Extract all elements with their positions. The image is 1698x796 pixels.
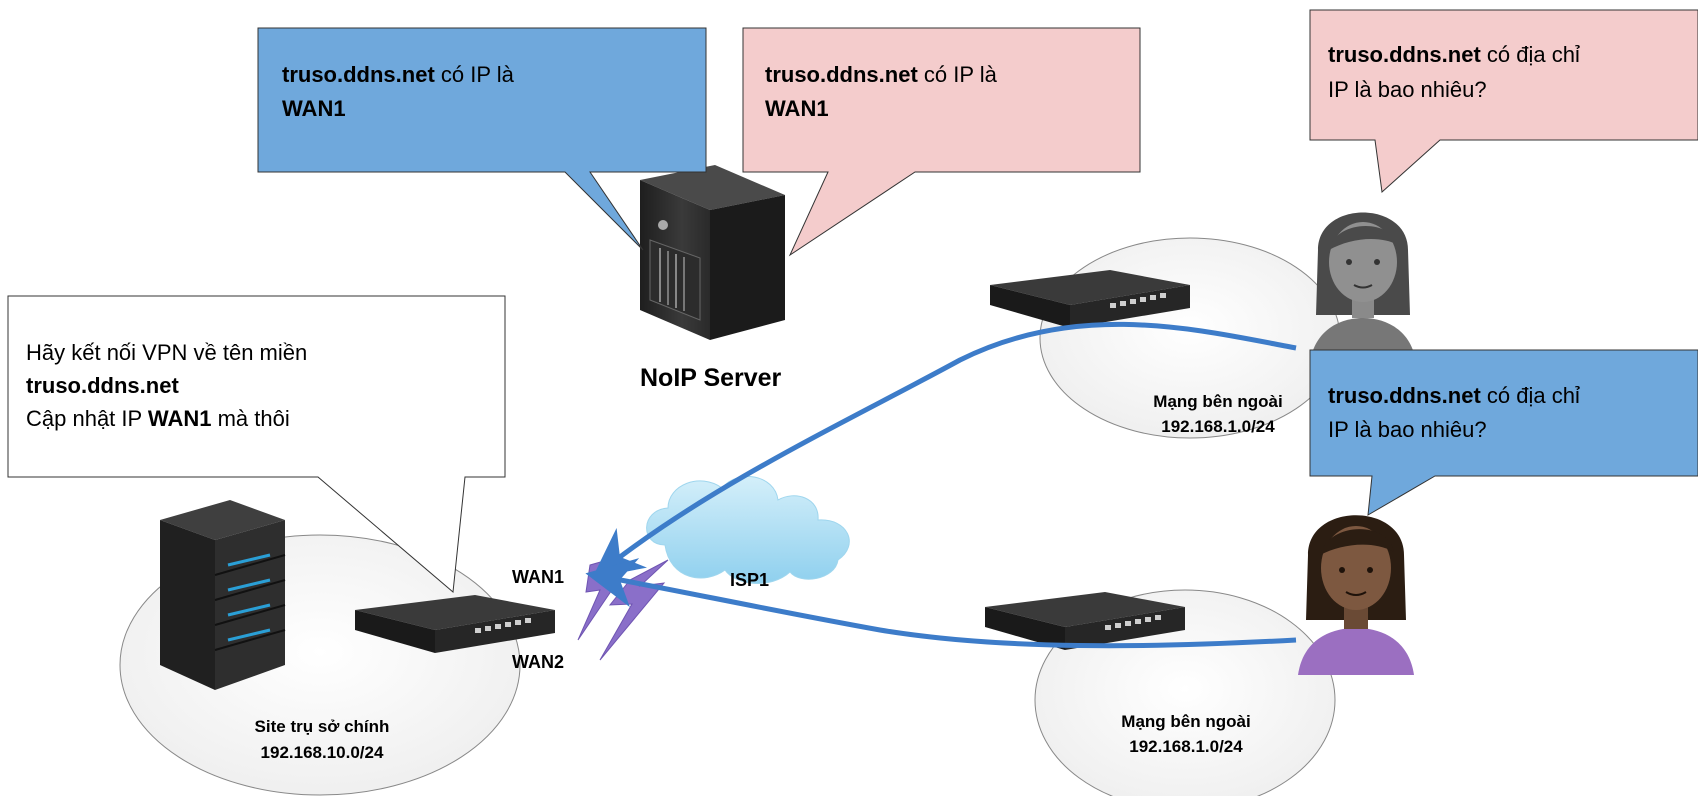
noip-server-label: NoIP Server [640, 364, 782, 392]
router-instruction-post: mà thôi [211, 406, 289, 431]
isp-cloud-icon [646, 475, 850, 585]
router-remote-bottom-icon [985, 592, 1185, 650]
noip-blue-text: có IP là [435, 62, 515, 87]
user-bottom-avatar [1298, 515, 1414, 675]
noip-pink-domain: truso.ddns.net [765, 62, 918, 87]
router-instruction-pre: Cập nhật IP [26, 406, 148, 431]
query-arrow-top [592, 321, 1297, 579]
user-top-avatar [1310, 212, 1416, 362]
router-instruction-wan: WAN1 [148, 406, 212, 431]
svg-text:truso.ddns.net có IP là: truso.ddns.net có IP là [282, 62, 515, 87]
site-remote-bottom-name: Mạng bên ngoài [1121, 712, 1250, 731]
site-main-subnet: 192.168.10.0/24 [261, 743, 384, 762]
isp1-label: ISP1 [730, 570, 769, 590]
callout-noip-pink: truso.ddns.net có IP là WAN1 [742, 27, 1141, 257]
user-bottom-question: IP là bao nhiêu? [1328, 417, 1487, 442]
user-top-text: có địa chỉ [1481, 42, 1580, 67]
wan2-label: WAN2 [512, 652, 564, 672]
noip-server-icon [640, 165, 785, 340]
wan1-label: WAN1 [512, 567, 564, 587]
router-instruction-line1: Hãy kết nối VPN về tên miền [26, 340, 307, 365]
noip-blue-domain: truso.ddns.net [282, 62, 435, 87]
callout-router: Hãy kết nối VPN về tên miền truso.ddns.n… [7, 295, 506, 593]
site-main-name: Site trụ sở chính [255, 717, 390, 736]
main-site-server-icon [160, 500, 286, 690]
svg-text:truso.ddns.net có IP là: truso.ddns.net có IP là [765, 62, 998, 87]
site-remote-top-subnet: 192.168.1.0/24 [1161, 417, 1275, 436]
site-remote-bottom-subnet: 192.168.1.0/24 [1129, 737, 1243, 756]
user-bottom-text: có địa chỉ [1481, 383, 1580, 408]
callout-user-bottom: truso.ddns.net có địa chỉ IP là bao nhiê… [1309, 349, 1698, 516]
svg-text:Cập nhật IP WAN1 mà thôi: Cập nhật IP WAN1 mà thôi [26, 406, 290, 431]
user-top-question: IP là bao nhiêu? [1328, 77, 1487, 102]
noip-pink-text: có IP là [918, 62, 998, 87]
user-bottom-domain: truso.ddns.net [1328, 383, 1481, 408]
noip-pink-wan: WAN1 [765, 96, 829, 121]
callout-user-top: truso.ddns.net có địa chỉ IP là bao nhiê… [1309, 9, 1698, 194]
router-instruction-domain: truso.ddns.net [26, 373, 179, 398]
query-arrow-bottom [585, 558, 1297, 649]
wan-link-lightning [577, 553, 669, 661]
callout-noip-blue: truso.ddns.net có IP là WAN1 [257, 27, 707, 251]
user-top-domain: truso.ddns.net [1328, 42, 1481, 67]
router-main-icon [355, 595, 555, 653]
site-remote-top-name: Mạng bên ngoài [1153, 392, 1282, 411]
svg-text:truso.ddns.net có địa chỉ: truso.ddns.net có địa chỉ [1328, 383, 1580, 408]
noip-blue-wan: WAN1 [282, 96, 346, 121]
router-remote-top-icon [990, 270, 1190, 328]
svg-text:truso.ddns.net có địa chỉ: truso.ddns.net có địa chỉ [1328, 42, 1580, 67]
